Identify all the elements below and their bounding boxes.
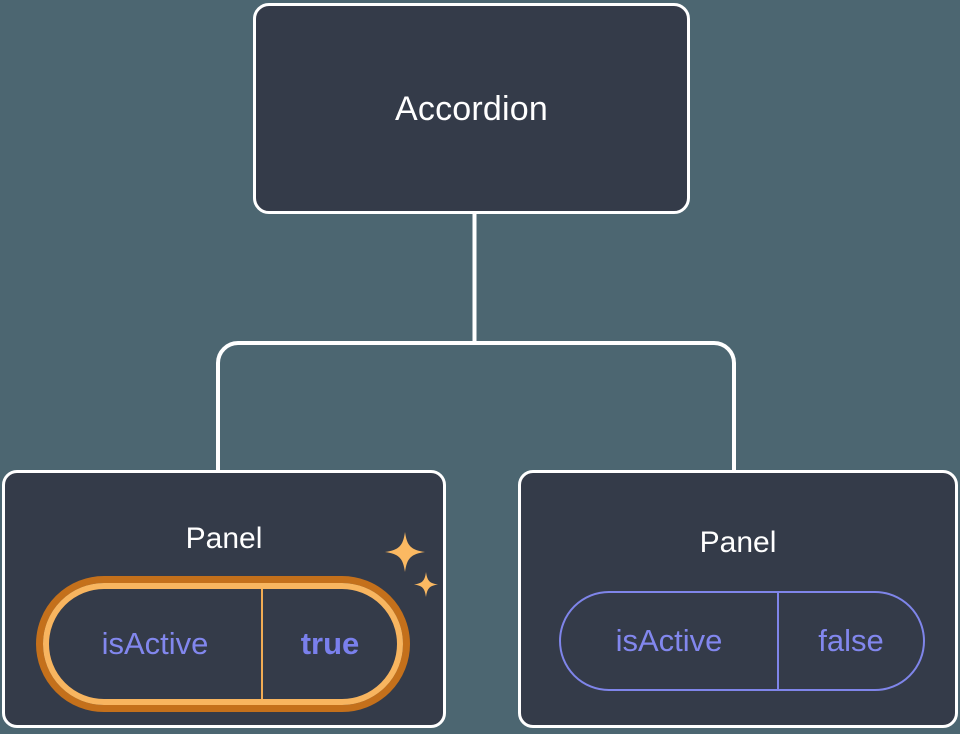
edge-to-panel-right [474,341,736,472]
prop-key: isActive [49,589,263,699]
prop-pill-isactive-false[interactable]: isActive false [559,591,925,691]
node-accordion-label: Accordion [395,89,548,128]
node-panel-left-label: Panel [185,522,263,555]
prop-value: false [818,623,884,658]
edge-to-panel-left [216,341,475,472]
node-panel-left[interactable]: Panel isActive true [2,470,446,728]
node-panel-right[interactable]: Panel isActive false [518,470,958,728]
prop-pill-isactive-true[interactable]: isActive true [36,576,410,712]
prop-value: true [300,626,360,661]
node-accordion[interactable]: Accordion [253,3,690,214]
prop-key: isActive [561,593,779,689]
node-panel-right-label: Panel [699,526,777,559]
prop-pill-inner-ring: isActive true [43,583,403,705]
